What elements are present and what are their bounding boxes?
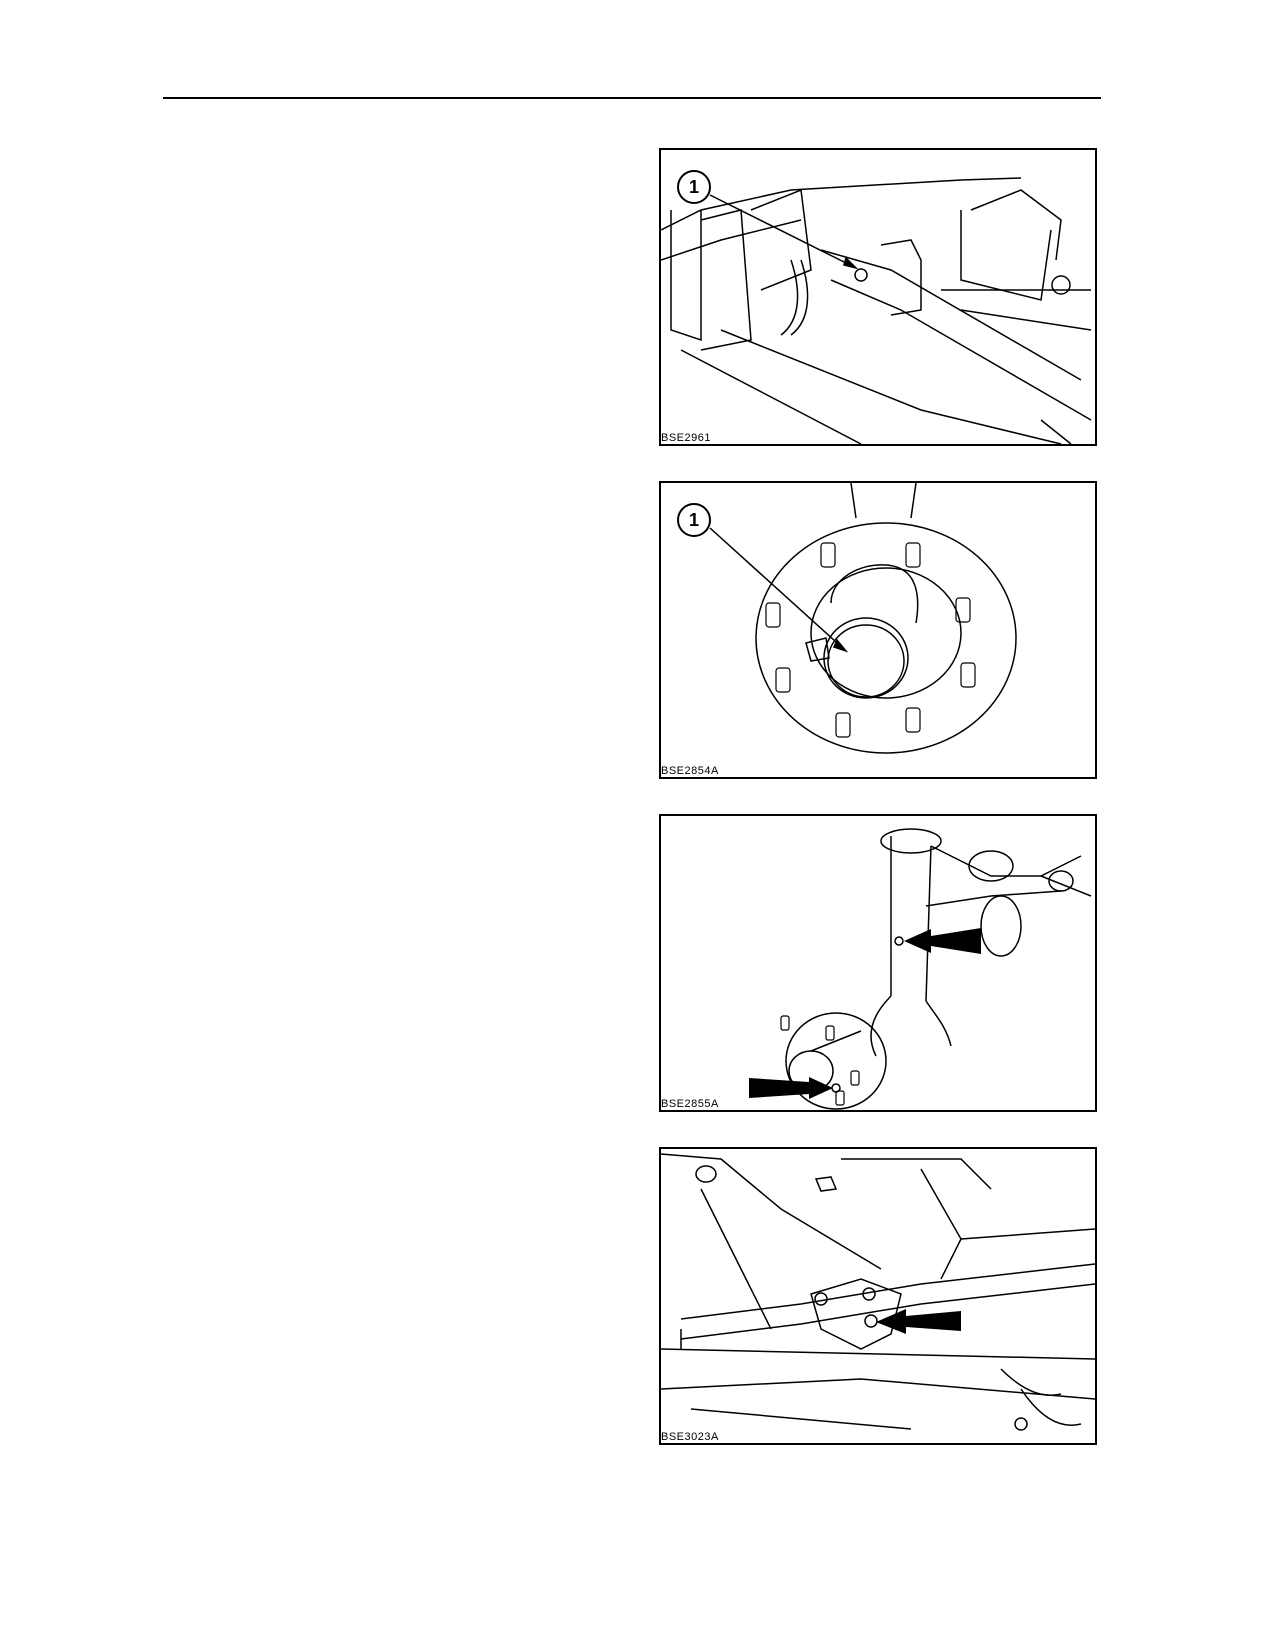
- wheel-hub-illustration: [709, 483, 1017, 754]
- callout-1: 1: [677, 503, 711, 537]
- figure-bse2961: 1 BSE2961: [659, 148, 1097, 446]
- axle-support-illustration: [661, 1153, 1095, 1431]
- figure-code: BSE2854A: [661, 765, 721, 777]
- axle-pivot-illustration: [661, 177, 1092, 444]
- figure-bse3023a: BSE3023A: [659, 1147, 1097, 1445]
- figure-code: BSE2961: [661, 432, 713, 444]
- figure-code: BSE2855A: [661, 1098, 721, 1110]
- header-rule: [163, 97, 1101, 99]
- steering-knuckle-illustration: [780, 828, 1092, 1110]
- figure-bse2855a: BSE2855A: [659, 814, 1097, 1112]
- figure-bse2854a: 1 BSE2854A: [659, 481, 1097, 779]
- figure-code: BSE3023A: [661, 1431, 721, 1443]
- callout-1: 1: [677, 170, 711, 204]
